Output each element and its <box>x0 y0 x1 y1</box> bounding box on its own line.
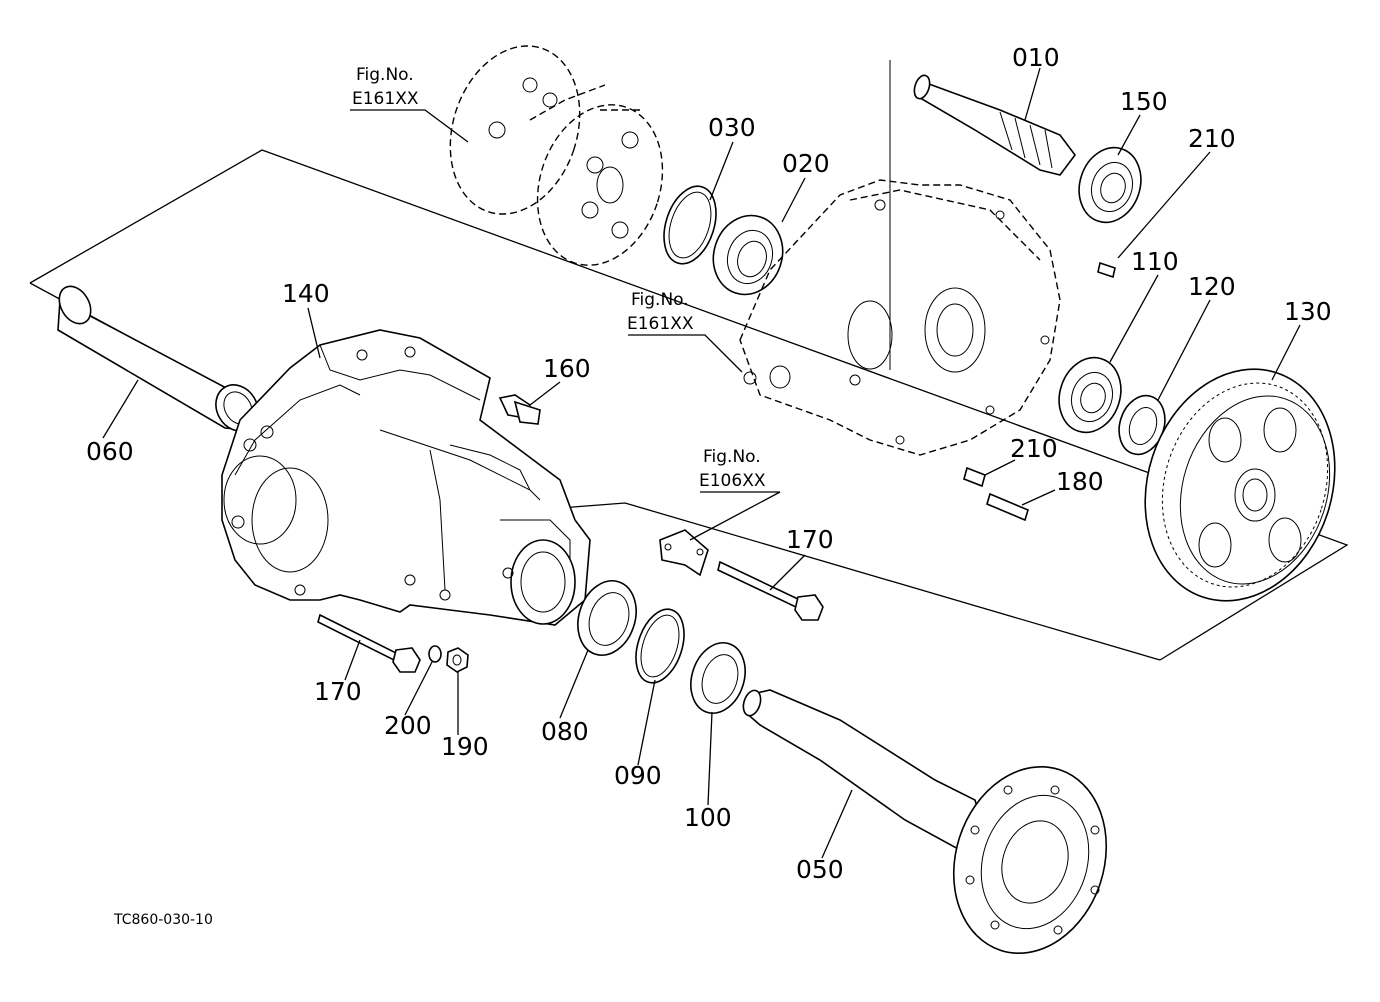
ref-mid-line2: E161XX <box>627 314 694 334</box>
ref-top-left-line1: Fig.No. <box>356 65 414 85</box>
clutch-discs-ref <box>449 45 664 266</box>
part-label-170-left: 170 <box>314 677 362 706</box>
pin-210-lower <box>963 466 986 488</box>
snap-ring-090 <box>635 608 685 684</box>
sleeve-060 <box>57 285 259 432</box>
part-label-170-right: 170 <box>786 525 834 554</box>
gear-130 <box>1144 368 1336 602</box>
housing-140 <box>221 329 591 626</box>
part-label-190: 190 <box>441 732 489 761</box>
bearing-020 <box>712 214 784 296</box>
part-label-100: 100 <box>684 803 732 832</box>
part-label-210-lower: 210 <box>1010 434 1058 463</box>
part-label-200: 200 <box>384 711 432 740</box>
snap-ring-030 <box>663 185 717 265</box>
seal-100 <box>690 642 746 714</box>
center-housing-ref <box>739 60 1061 456</box>
leader-lines <box>102 67 1301 859</box>
bolt-160 <box>498 394 541 425</box>
part-label-030: 030 <box>708 113 756 142</box>
stud-180 <box>986 492 1029 522</box>
ref-bracket-line2: E106XX <box>699 471 766 491</box>
washer-200 <box>428 645 442 663</box>
part-label-130: 130 <box>1284 297 1332 326</box>
pinion-shaft-010 <box>913 74 1076 176</box>
part-label-140: 140 <box>282 279 330 308</box>
ref-top-left-line2: E161XX <box>352 89 419 109</box>
pin-210-upper <box>1097 261 1116 279</box>
bolt-170-right <box>717 560 824 621</box>
ref-mid-line1: Fig.No. <box>631 290 689 310</box>
part-label-150: 150 <box>1120 87 1168 116</box>
part-label-110: 110 <box>1131 247 1179 276</box>
part-label-010: 010 <box>1012 43 1060 72</box>
drawing-code: TC860-030-10 <box>113 912 213 928</box>
bracket-ref <box>659 529 709 577</box>
part-label-080: 080 <box>541 717 589 746</box>
part-label-120: 120 <box>1188 272 1236 301</box>
bolt-170-left <box>317 613 421 673</box>
part-label-060: 060 <box>86 437 134 466</box>
part-label-180: 180 <box>1056 467 1104 496</box>
ref-bracket-line1: Fig.No. <box>703 447 761 467</box>
part-label-160: 160 <box>543 354 591 383</box>
part-label-050: 050 <box>796 855 844 884</box>
bearing-110 <box>1058 356 1122 434</box>
part-label-020: 020 <box>782 149 830 178</box>
nut-190 <box>446 647 469 673</box>
bearing-080 <box>577 580 637 656</box>
part-label-210-upper: 210 <box>1188 124 1236 153</box>
bearing-150 <box>1078 146 1142 224</box>
part-label-090: 090 <box>614 761 662 790</box>
axle-shaft-050 <box>742 689 1108 954</box>
